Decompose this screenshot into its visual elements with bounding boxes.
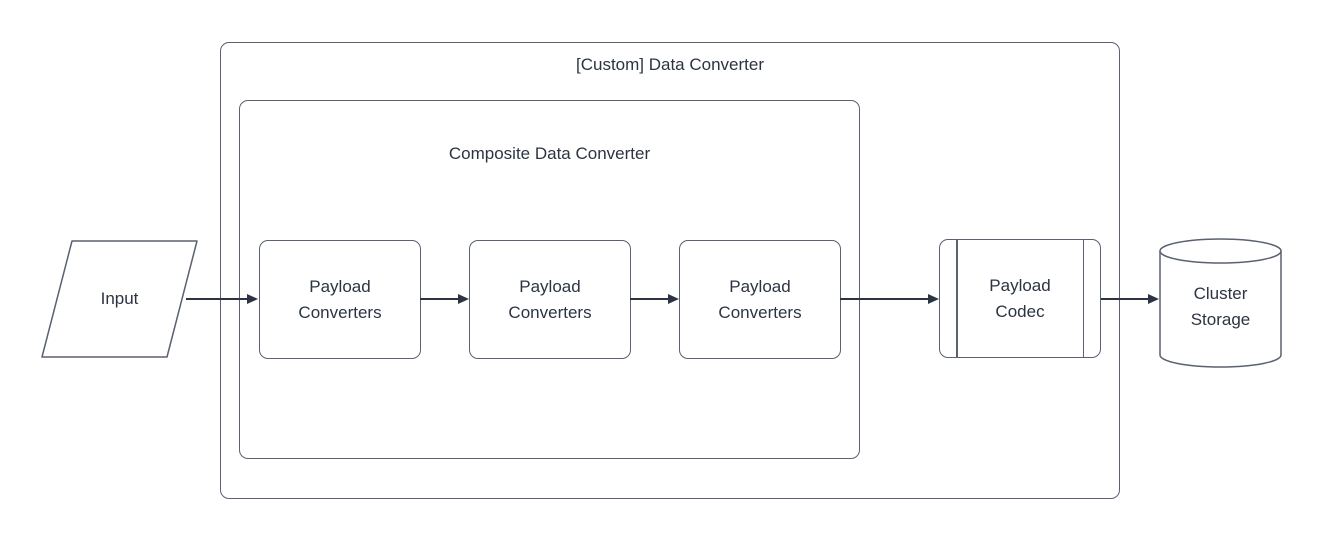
node-payload-converters-2: Payload Converters	[469, 240, 631, 359]
node-payload-converters-1-label: Payload Converters	[298, 276, 382, 322]
container-title-custom-data-converter: [Custom] Data Converter	[575, 55, 764, 74]
node-payload-converters-2-label: Payload Converters	[508, 276, 592, 322]
container-title-composite-data-converter: Composite Data Converter	[448, 144, 651, 163]
node-payload-codec: Payload Codec	[939, 239, 1101, 358]
parallelogram-shape	[41, 240, 198, 358]
arrow-converter1-to-converter2	[420, 298, 458, 300]
node-payload-converters-3: Payload Converters	[679, 240, 841, 359]
node-cluster-storage: Cluster Storage	[1159, 238, 1282, 368]
node-input: Input	[41, 240, 198, 358]
codec-right-bar	[1082, 240, 1084, 357]
node-cluster-storage-label: Cluster Storage	[1190, 284, 1251, 329]
container-composite-data-converter: Composite Data Converter	[239, 100, 860, 459]
arrow-converter3-to-codec	[840, 298, 928, 300]
cylinder-shape	[1159, 238, 1282, 368]
arrow-converter2-to-converter3	[630, 298, 668, 300]
arrow-input-to-converter1	[186, 298, 247, 300]
node-payload-converters-1: Payload Converters	[259, 240, 421, 359]
container-custom-data-converter: [Custom] Data Converter	[220, 42, 1120, 499]
arrow-codec-to-storage	[1101, 298, 1148, 300]
node-input-label: Input	[100, 289, 139, 308]
node-payload-codec-label: Payload Codec	[989, 275, 1051, 321]
node-payload-converters-3-label: Payload Converters	[718, 276, 802, 322]
codec-left-bar	[956, 240, 958, 357]
